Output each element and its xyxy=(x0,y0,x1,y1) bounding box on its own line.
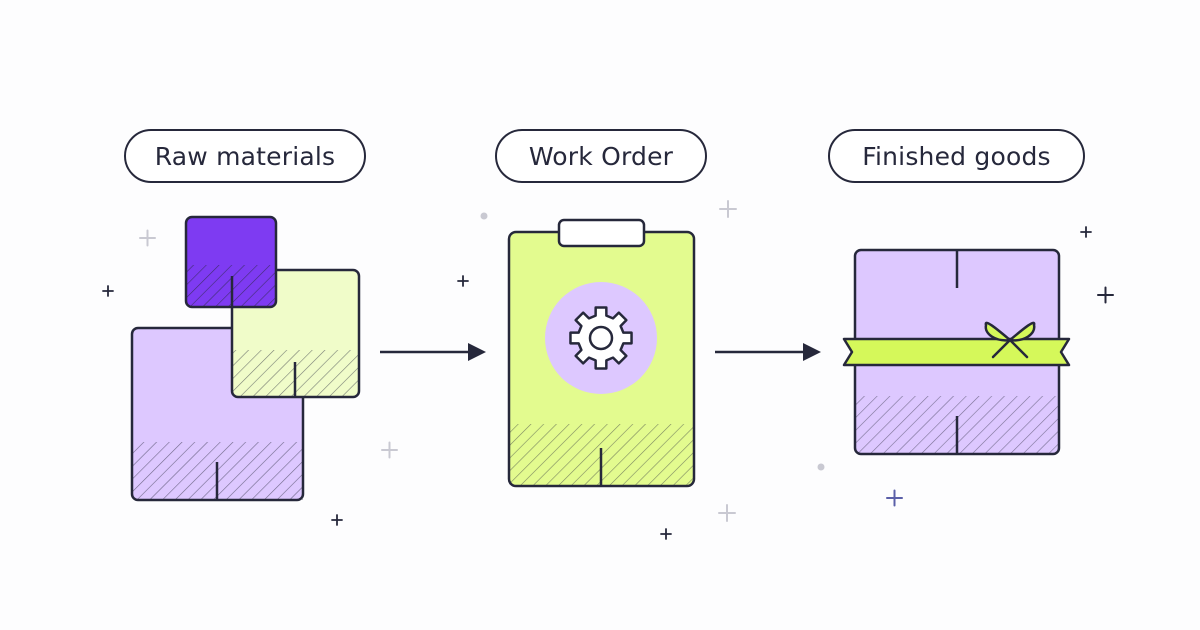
sparkles xyxy=(102,200,1114,540)
ribbon xyxy=(842,337,1071,367)
sparkle-plus-icon xyxy=(719,200,737,218)
stage-label-finished-goods: Finished goods xyxy=(828,129,1085,183)
stage-label-raw-materials: Raw materials xyxy=(124,129,366,183)
clipboard-clip xyxy=(557,218,646,248)
sparkle-plus-icon xyxy=(102,285,114,297)
sparkle-plus-icon xyxy=(886,489,903,507)
raw-materials-boxes xyxy=(130,215,361,502)
sparkle-plus-icon xyxy=(457,275,469,287)
bow-icon xyxy=(984,321,1036,359)
arrow-right-icon xyxy=(380,343,486,361)
sparkle-plus-icon xyxy=(139,229,156,247)
finished-goods-box xyxy=(842,248,1071,456)
box-small-purple xyxy=(184,215,278,309)
sparkle-plus-icon xyxy=(660,528,672,540)
gear-icon xyxy=(569,306,633,370)
sparkle-plus-icon xyxy=(381,441,398,459)
sparkle-dot xyxy=(817,463,825,471)
work-order-clipboard xyxy=(507,218,696,488)
stage-label-work-order: Work Order xyxy=(495,129,707,183)
sparkle-plus-icon xyxy=(331,514,343,526)
sparkle-plus-icon xyxy=(1097,286,1114,304)
sparkle-plus-icon xyxy=(718,504,736,522)
sparkle-dot xyxy=(480,212,488,220)
sparkle-plus-icon xyxy=(1080,226,1092,238)
arrow-right-icon xyxy=(715,343,821,361)
